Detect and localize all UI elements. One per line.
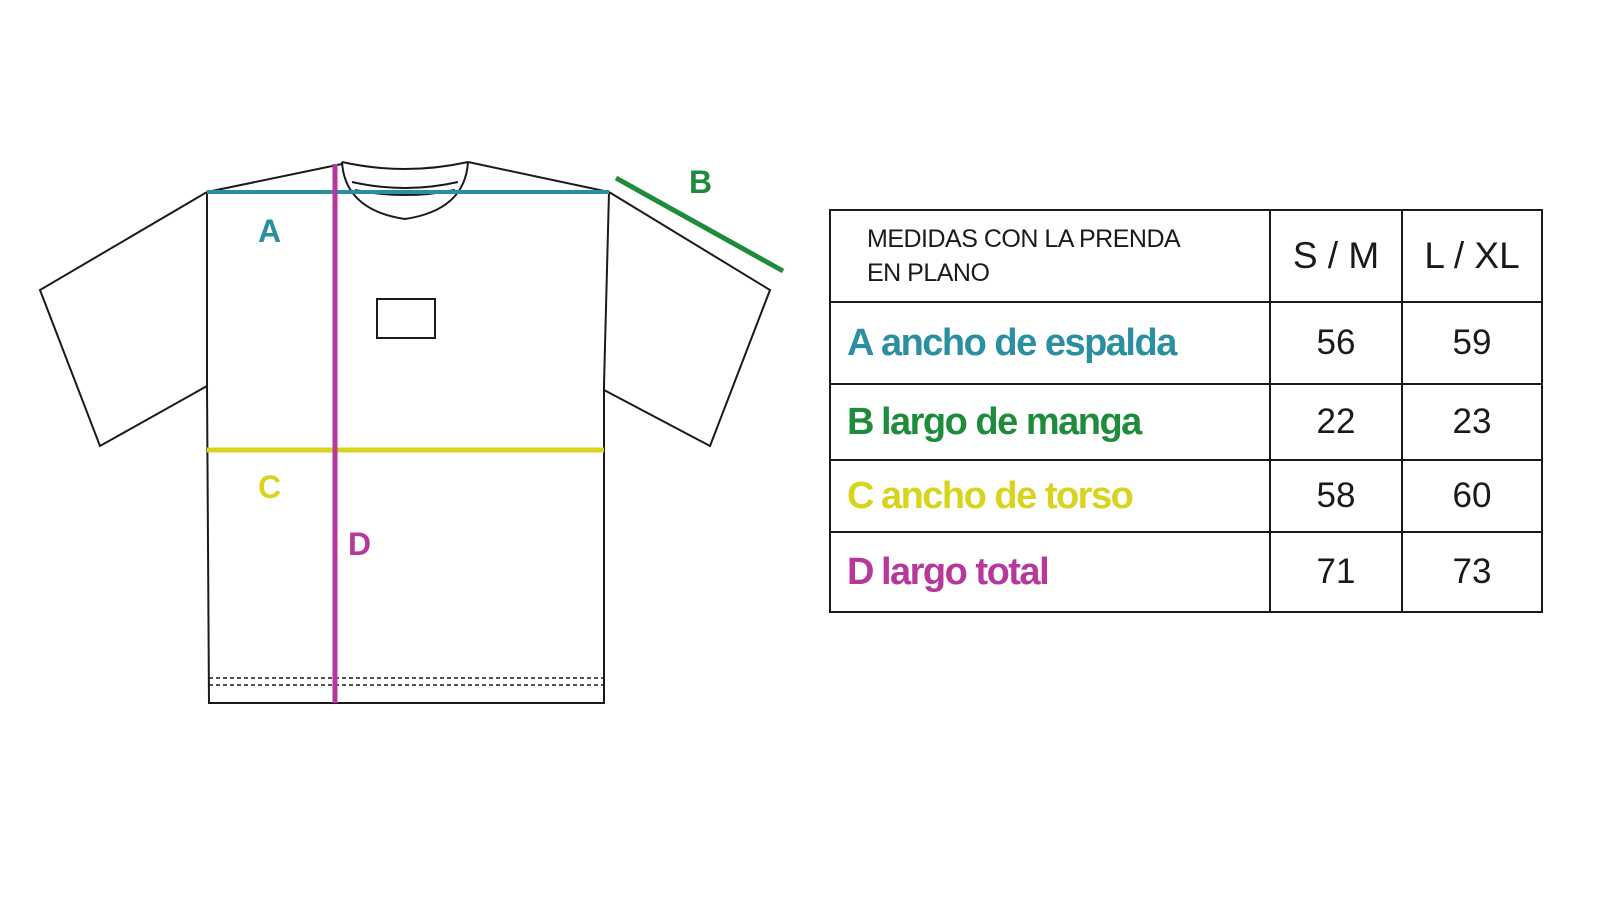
- tshirt-diagram: A B C D: [38, 161, 785, 704]
- size-chart-table: MEDIDAS CON LA PRENDA EN PLANO S / M L /…: [829, 209, 1543, 613]
- row-label-text: ancho de espalda: [880, 321, 1177, 364]
- value-d-lxl: 73: [1401, 531, 1543, 613]
- value-d-sm: 71: [1269, 531, 1403, 613]
- table-header-size-lxl: L / XL: [1401, 209, 1543, 303]
- row-label-text: largo de manga: [880, 400, 1142, 443]
- measure-line-b: [614, 175, 785, 274]
- tshirt-outline: [38, 161, 772, 704]
- measure-label-d: D: [348, 526, 371, 562]
- value-b-lxl: 23: [1401, 383, 1543, 461]
- value-a-lxl: 59: [1401, 301, 1543, 385]
- row-letter: A: [847, 321, 874, 364]
- value-b-sm: 22: [1269, 383, 1403, 461]
- row-letter: D: [847, 550, 874, 593]
- value-c-lxl: 60: [1401, 459, 1543, 533]
- row-label-text: largo total: [880, 550, 1050, 593]
- table-header-description: MEDIDAS CON LA PRENDA EN PLANO: [829, 209, 1271, 303]
- row-letter: C: [847, 474, 874, 517]
- row-letter: B: [847, 400, 874, 443]
- value-a-sm: 56: [1269, 301, 1403, 385]
- row-label-text: ancho de torso: [880, 474, 1134, 517]
- measure-label-a: A: [258, 213, 281, 249]
- value-c-sm: 58: [1269, 459, 1403, 533]
- measure-label-b: B: [689, 164, 712, 200]
- table-header-size-sm: S / M: [1269, 209, 1403, 303]
- table-header-row: MEDIDAS CON LA PRENDA EN PLANO S / M L /…: [829, 209, 1543, 303]
- measure-label-c: C: [258, 469, 281, 505]
